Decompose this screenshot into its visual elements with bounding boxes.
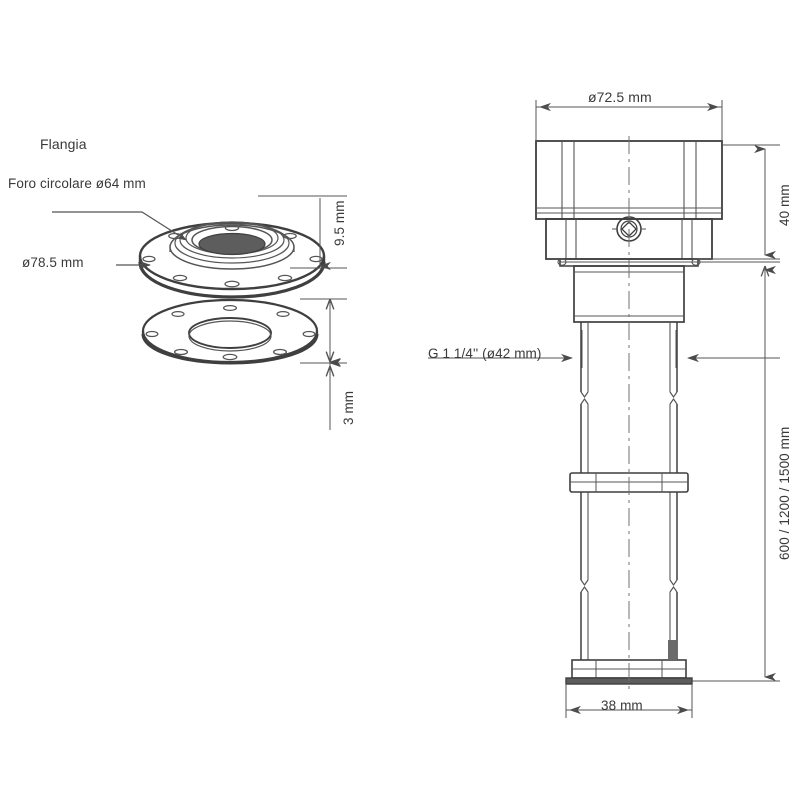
thread-leader-lines (428, 330, 780, 368)
bore-diameter-label: Foro circolare ø64 mm (8, 176, 146, 191)
dim-tube-length (692, 261, 780, 682)
upper-flange-graphic (138, 221, 326, 299)
head-diameter-label: ø72.5 mm (588, 89, 652, 105)
probe-assembly-graphic (535, 136, 723, 690)
head-height-label: 40 mm (777, 184, 792, 226)
dim-gasket-thickness (300, 298, 347, 430)
tube-length-label: 600 / 1200 / 1500 mm (777, 426, 792, 560)
bore-leader-line (52, 211, 187, 241)
gasket-thickness-label: 3 mm (341, 390, 356, 425)
flange-title-label: Flangia (40, 136, 87, 152)
flange-assembly-graphic (138, 221, 326, 365)
lower-gasket-ring-graphic (141, 298, 319, 365)
head-housing-graphic (535, 140, 723, 260)
dim-head-height (698, 144, 780, 260)
flange-thickness-label: 9.5 mm (332, 200, 347, 246)
dim-flange-thickness (258, 195, 347, 271)
tube-diameter-label: 38 mm (601, 698, 643, 713)
dim-tube-diameter (565, 684, 693, 718)
outer-diameter-label: ø78.5 mm (22, 255, 84, 270)
thread-size-label: G 1 1/4'' (ø42 mm) (428, 346, 542, 361)
dim-head-diameter (535, 100, 723, 141)
